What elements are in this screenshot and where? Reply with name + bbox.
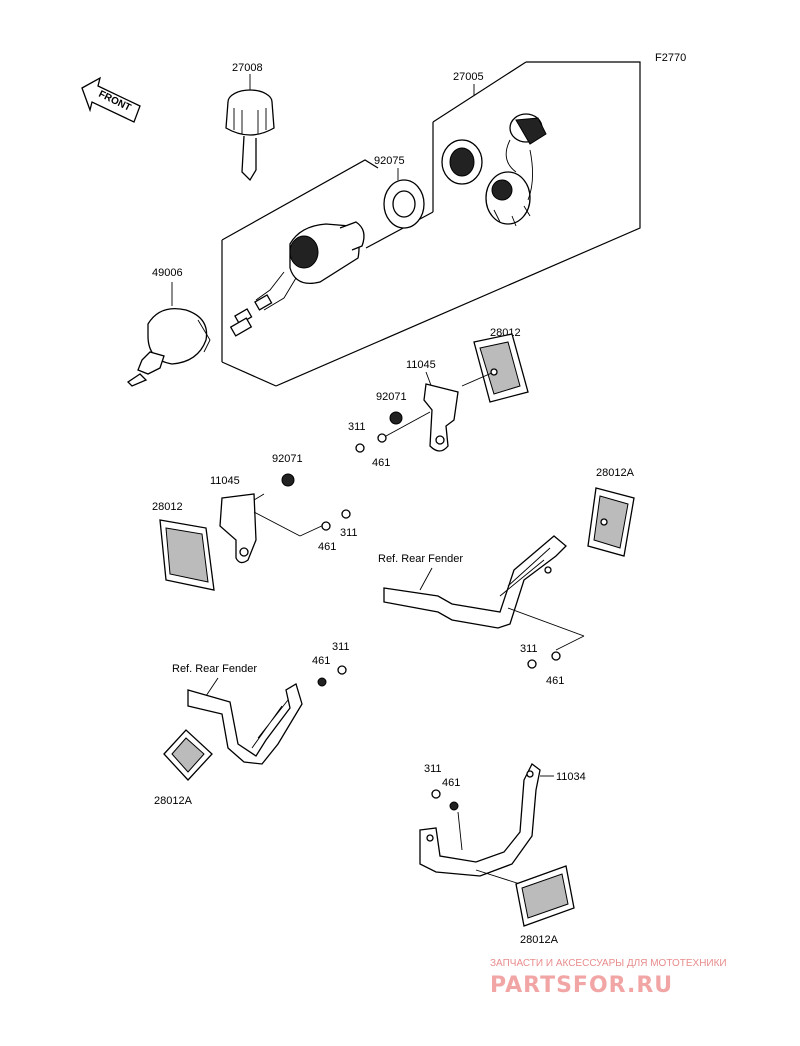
switch-cover-49006 <box>126 307 211 387</box>
part-label-461-lowerleft: 461 <box>312 655 330 667</box>
bracket-11034 <box>419 763 541 877</box>
bracket-11045-upper <box>423 368 498 452</box>
part-label-461-bottom: 461 <box>442 777 460 789</box>
part-label-28012-left: 28012 <box>152 501 183 513</box>
fender-bracket-right <box>383 535 567 629</box>
fender-bracket-lowerleft <box>187 683 303 765</box>
part-label-92071-left: 92071 <box>272 453 303 465</box>
washer-461-upper <box>377 433 387 443</box>
ring-92075 <box>383 179 425 229</box>
part-label-28012A-lowerleft: 28012A <box>154 795 193 807</box>
reflector-28012-upper <box>473 333 529 403</box>
nut-92071-upper <box>389 411 403 425</box>
reflector-28012A-bottom <box>515 865 575 927</box>
part-label-461-right: 461 <box>546 675 564 687</box>
watermark-brand: PARTSFOR.RU <box>490 973 673 998</box>
washer-461-right <box>551 651 561 661</box>
washer-461-left <box>321 521 331 531</box>
nut-311-bottom <box>431 789 441 799</box>
watermark: ЗАПЧАСТИ И АКСЕССУАРЫ ДЛЯ МОТОТЕХНИКИ PA… <box>490 958 727 998</box>
front-direction-arrow: FRONT <box>81 76 141 123</box>
bracket-11045-left <box>219 493 265 564</box>
figure-code: F2770 <box>655 52 686 64</box>
part-label-27008: 27008 <box>232 62 263 74</box>
reflector-28012A-lowerleft <box>163 729 213 781</box>
part-label-461-left: 461 <box>318 541 336 553</box>
ignition-switch-body <box>229 221 365 337</box>
washer-461-bottom <box>449 801 459 811</box>
part-label-28012A-right: 28012A <box>596 467 635 479</box>
part-label-311-left: 311 <box>340 527 358 539</box>
part-label-11045-left: 11045 <box>210 475 240 487</box>
part-label-92071-upper: 92071 <box>376 391 407 403</box>
part-label-92075: 92075 <box>374 155 405 167</box>
ref-rear-fender-label-lower: Ref. Rear Fender <box>172 663 257 675</box>
reflector-28012A-right <box>587 487 635 557</box>
part-label-28012A-bottom: 28012A <box>520 934 559 946</box>
part-label-11034: 11034 <box>556 771 586 783</box>
reflector-28012-left <box>159 519 215 591</box>
nut-311-upper <box>355 443 365 453</box>
cap-set-27005 <box>441 113 547 227</box>
part-label-311-bottom: 311 <box>424 763 442 775</box>
watermark-tagline: ЗАПЧАСТИ И АКСЕССУАРЫ ДЛЯ МОТОТЕХНИКИ <box>490 958 727 969</box>
nut-311-lowerleft <box>337 665 347 675</box>
nut-92071-left <box>281 473 295 487</box>
ignition-switch-assembly-outline <box>221 61 641 387</box>
part-label-11045-upper: 11045 <box>406 359 436 371</box>
nut-311-right <box>527 659 537 669</box>
part-label-311-lowerleft: 311 <box>332 641 350 653</box>
part-label-49006: 49006 <box>152 267 183 279</box>
washer-461-lowerleft <box>317 677 327 687</box>
part-label-461-upper: 461 <box>372 457 390 469</box>
part-label-311-right: 311 <box>520 643 538 655</box>
nut-311-left <box>341 509 351 519</box>
part-label-27005: 27005 <box>453 71 484 83</box>
key-knob-27008 <box>225 74 275 182</box>
part-label-311-upper: 311 <box>348 421 366 433</box>
ref-rear-fender-label-upper: Ref. Rear Fender <box>378 553 463 565</box>
